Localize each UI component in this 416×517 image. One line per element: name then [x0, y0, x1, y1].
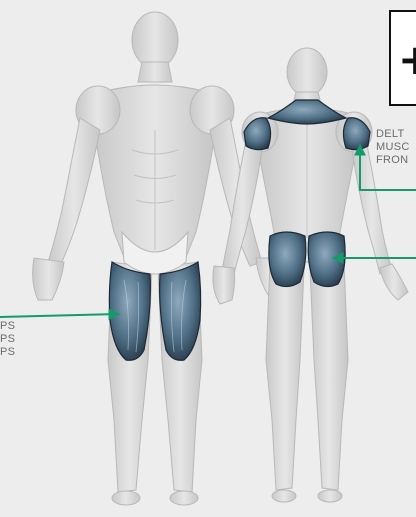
label-right-3: FRON	[376, 154, 408, 166]
pointer-left-quads	[0, 314, 118, 317]
label-left-2: PS	[0, 333, 15, 345]
plus-icon: +	[398, 40, 416, 80]
label-right-2: MUSC	[376, 141, 410, 153]
label-left-3: PS	[0, 346, 15, 358]
front-figure	[33, 12, 282, 505]
label-left-1: PS	[0, 320, 15, 332]
front-quadriceps-highlight	[109, 262, 200, 360]
label-right-1: DELT	[376, 128, 405, 140]
